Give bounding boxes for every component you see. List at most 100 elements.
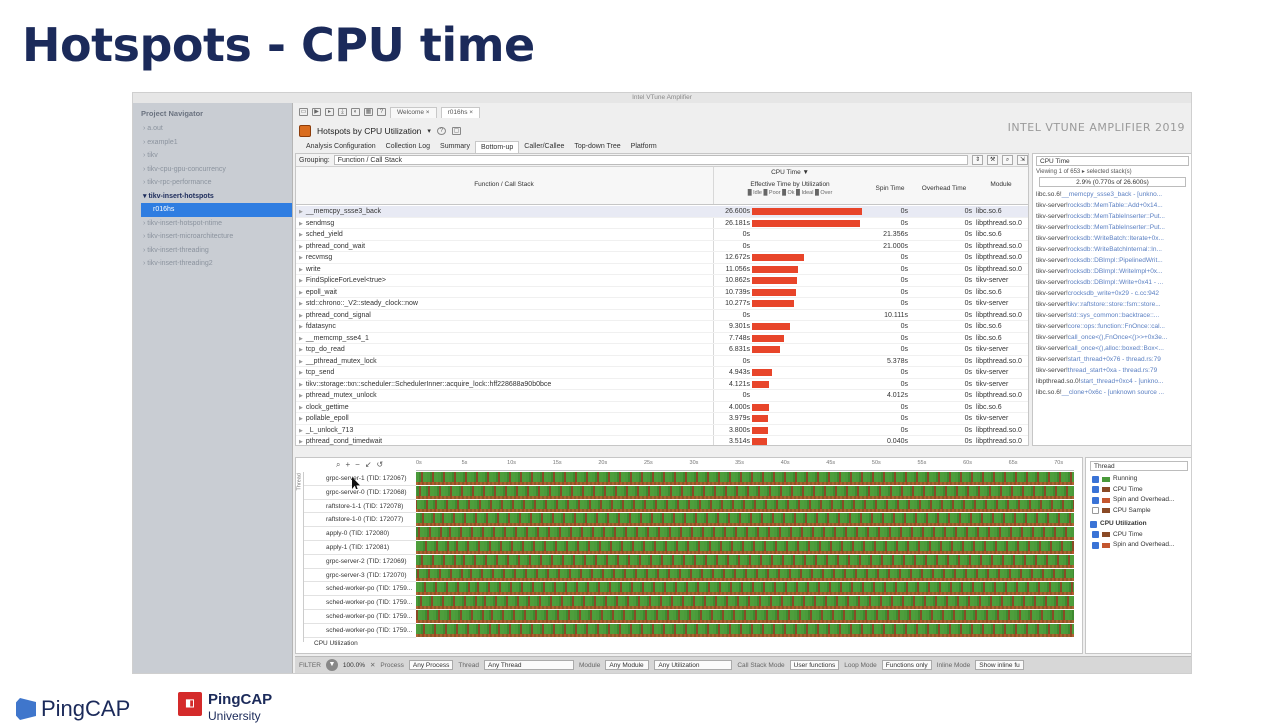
utilization-select[interactable]: Any Utilization xyxy=(654,660,733,670)
open-icon[interactable]: ▸ xyxy=(325,108,334,116)
navigator-item[interactable]: › tikv-cpu-gpu-concurrency xyxy=(143,165,226,173)
tab-welcome[interactable]: Welcome × xyxy=(390,106,437,118)
table-row[interactable]: ▶tikv::storage::txn::scheduler::Schedule… xyxy=(296,379,1028,390)
legend-select[interactable]: Thread xyxy=(1090,461,1188,471)
stack-frame[interactable]: tikv-server!call_once<(),alloc::boxed::B… xyxy=(1033,343,1191,354)
navigator-item[interactable]: › a.out xyxy=(143,125,163,132)
new-project-icon[interactable]: ▭ xyxy=(299,108,308,116)
expand-triangle-icon[interactable]: ▶ xyxy=(299,255,303,261)
expand-triangle-icon[interactable]: ▶ xyxy=(299,393,303,399)
stack-frame[interactable]: tikv-server!rocksdb::WriteBatchInternal:… xyxy=(1033,244,1191,255)
help-icon[interactable]: ? xyxy=(377,108,386,116)
thread-track[interactable] xyxy=(416,582,1074,597)
subtab-collection-log[interactable]: Collection Log xyxy=(385,143,431,150)
tab-r016hs[interactable]: r016hs × xyxy=(440,106,481,118)
thread-track[interactable] xyxy=(416,623,1074,638)
stack-frame[interactable]: tikv-server!rocksdb::DBImpl::WriteImpl+0… xyxy=(1033,266,1191,277)
grouping-select[interactable]: Function / Call Stack xyxy=(333,155,969,165)
navigator-item[interactable]: r016hs xyxy=(141,203,292,217)
thread-track[interactable] xyxy=(416,540,1074,555)
expand-triangle-icon[interactable]: ▶ xyxy=(299,278,303,284)
process-select[interactable]: Any Process xyxy=(408,660,454,670)
filter-funnel-icon[interactable]: ▼ xyxy=(325,659,338,671)
stack-frame[interactable]: tikv-server!std::sys_common::backtrace::… xyxy=(1033,310,1191,321)
navigator-item[interactable]: › tikv-insert-threading xyxy=(143,246,209,254)
navigator-item[interactable]: › tikv-insert-hotspot-ntime xyxy=(143,219,222,227)
search-icon[interactable]: ⌕ xyxy=(1002,155,1014,165)
expand-triangle-icon[interactable]: ▶ xyxy=(299,324,303,330)
module-select[interactable]: Any Module xyxy=(605,660,650,670)
thread-track[interactable] xyxy=(416,554,1074,569)
thread-tracks[interactable] xyxy=(416,472,1074,638)
legend-item[interactable]: Spin and Overhead... xyxy=(1086,540,1191,551)
expand-triangle-icon[interactable]: ▶ xyxy=(299,289,303,296)
grouping-dropdown-icon[interactable]: ⇕ xyxy=(972,155,984,165)
expand-triangle-icon[interactable]: ▶ xyxy=(299,266,303,273)
expand-icon[interactable]: ⇲ xyxy=(1017,155,1028,165)
help-circle-icon[interactable]: ? xyxy=(436,127,446,135)
subtab-bottom-up[interactable]: Bottom-up xyxy=(474,141,520,153)
stack-frame[interactable]: tikv-server!crocksdb_write+0x29 - c.cc:9… xyxy=(1033,288,1191,299)
stack-frame[interactable]: tikv-server!core::ops::function::FnOnce:… xyxy=(1033,321,1191,332)
stack-frame[interactable]: tikv-server!thread_start+0xa - thread.rs… xyxy=(1033,365,1191,376)
customize-grouping-icon[interactable]: ⚒ xyxy=(987,155,999,165)
stack-frame[interactable]: tikv-server!rocksdb::MemTableInserter::P… xyxy=(1033,211,1191,222)
zoom-search-icon[interactable]: ⌕ xyxy=(336,460,341,469)
legend-item[interactable]: Running xyxy=(1086,474,1191,485)
stack-frame[interactable]: tikv-server!rocksdb::MemTable::Add+0x14.… xyxy=(1033,200,1191,211)
thread-label[interactable]: grpc-server-0 (TID: 172068) xyxy=(304,486,416,500)
expand-triangle-icon[interactable]: ▶ xyxy=(299,243,303,250)
subtab-caller-callee[interactable]: Caller/Callee xyxy=(524,143,565,150)
expand-triangle-icon[interactable]: ▶ xyxy=(299,347,303,353)
thread-label[interactable]: apply-0 (TID: 172080) xyxy=(304,527,416,541)
thread-track[interactable] xyxy=(416,609,1074,624)
legend-group-cpu-utilization[interactable]: CPU Utilization xyxy=(1086,519,1191,530)
thread-label[interactable]: sched-worker-po (TID: 1759... xyxy=(304,582,416,597)
checkbox-icon[interactable] xyxy=(1092,507,1099,515)
thread-select[interactable]: Any Thread xyxy=(484,660,575,670)
checkbox-icon[interactable] xyxy=(1092,541,1099,549)
checkbox-icon[interactable] xyxy=(1092,486,1099,494)
col-cpu-time[interactable]: CPU Time ▼ xyxy=(771,169,809,176)
expand-triangle-icon[interactable]: ▶ xyxy=(299,209,303,215)
stack-frame[interactable]: tikv-server!rocksdb::WriteBatch::Iterate… xyxy=(1033,233,1191,244)
zoom-fit-icon[interactable]: ↙ xyxy=(364,460,372,469)
navigator-item[interactable]: › tikv-rpc-performance xyxy=(143,179,212,186)
thread-label[interactable]: sched-worker-po (TID: 1759... xyxy=(304,596,416,610)
thread-track[interactable] xyxy=(416,485,1074,500)
stack-frame[interactable]: libpthread.so.0!start_thread+0xc4 - [unk… xyxy=(1033,376,1191,387)
stack-frame[interactable]: tikv-server!tikv::raftstore::store::fsm:… xyxy=(1033,299,1191,310)
thread-track[interactable] xyxy=(416,596,1074,610)
legend-item[interactable]: CPU Sample xyxy=(1086,506,1191,517)
checkbox-icon[interactable] xyxy=(1092,475,1099,483)
expand-triangle-icon[interactable]: ▶ xyxy=(299,358,303,365)
checkbox-icon[interactable] xyxy=(1092,496,1099,504)
expand-triangle-icon[interactable]: ▶ xyxy=(299,439,303,445)
loop-select[interactable]: Functions only xyxy=(881,660,932,670)
zoom-in-icon[interactable]: + xyxy=(345,460,351,469)
stack-frame[interactable]: tikv-server!rocksdb::DBImpl::Write+0x41 … xyxy=(1033,277,1191,288)
import-icon[interactable]: ⤓ xyxy=(338,108,347,116)
new-analysis-icon[interactable]: ▶ xyxy=(312,108,321,116)
thread-label[interactable]: raftstore-1-0 (TID: 172077) xyxy=(304,513,416,528)
stack-frame[interactable]: tikv-server!start_thread+0x76 - thread.r… xyxy=(1033,354,1191,365)
navigator-item[interactable]: › tikv-insert-microarchitecture xyxy=(143,233,234,240)
analysis-title[interactable]: Hotspots by CPU Utilization xyxy=(317,126,422,136)
expand-triangle-icon[interactable]: ▶ xyxy=(299,427,303,434)
navigator-item[interactable]: › tikv xyxy=(143,152,158,159)
expand-triangle-icon[interactable]: ▶ xyxy=(299,312,303,319)
